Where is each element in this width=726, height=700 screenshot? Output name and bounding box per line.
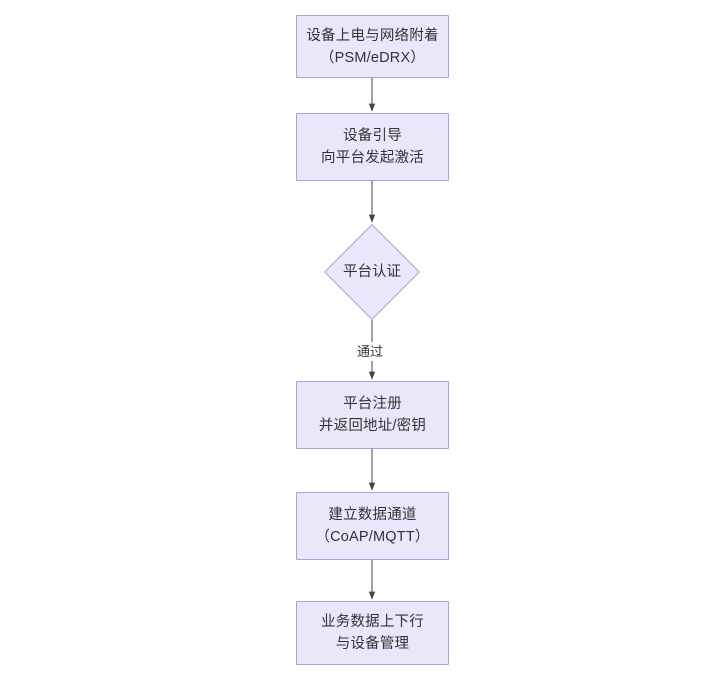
node-text-line: 设备引导 (343, 128, 402, 144)
node-text-line: 业务数据上下行 (321, 614, 424, 630)
node-text-line: 平台注册 (343, 396, 402, 412)
edge-label-pass: 通过 (355, 342, 386, 361)
node-text-line: 建立数据通道 (328, 507, 417, 523)
node-text-line: 向平台发起激活 (321, 150, 424, 166)
node-text-line: 设备上电与网络附着 (306, 27, 439, 44)
flow-node-data-channel[interactable]: 建立数据通道 （CoAP/MQTT） (296, 492, 449, 560)
node-text-line: 平台认证 (343, 264, 401, 280)
flow-node-platform-register[interactable]: 平台注册 并返回地址/密钥 (296, 381, 449, 449)
flow-node-business-data[interactable]: 业务数据上下行 与设备管理 (296, 601, 449, 665)
node-text-line: （PSM/eDRX） (319, 49, 426, 66)
node-text-line: 与设备管理 (335, 636, 410, 652)
flow-node-platform-auth-decision[interactable]: 平台认证 (324, 224, 420, 320)
node-text-line: 并返回地址/密钥 (318, 418, 427, 434)
flow-node-device-bootstrap[interactable]: 设备引导 向平台发起激活 (296, 113, 449, 181)
node-text-line: （CoAP/MQTT） (315, 529, 430, 545)
diamond-shape-icon (324, 224, 420, 320)
flow-node-power-on[interactable]: 设备上电与网络附着 （PSM/eDRX） (296, 15, 449, 78)
